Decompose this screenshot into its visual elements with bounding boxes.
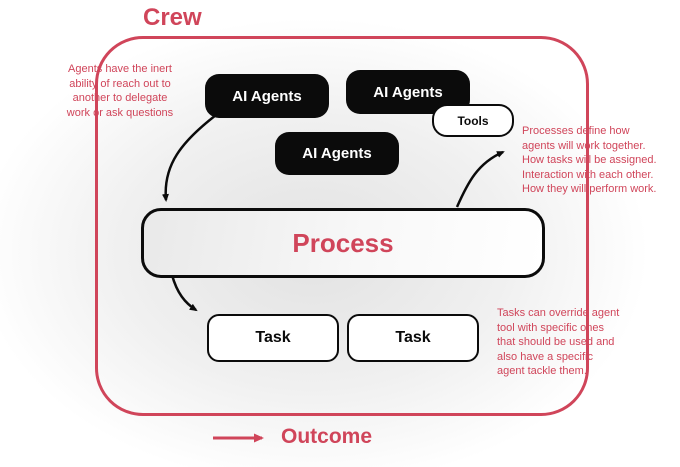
ai-agents-box-3-label: AI Agents xyxy=(302,145,372,162)
process-box-label: Process xyxy=(292,227,394,258)
crew-title: Crew xyxy=(143,4,202,31)
process-definition-note: Processes define how agents will work to… xyxy=(522,125,657,196)
agents-delegation-note: Agents have the inert ability of reach o… xyxy=(66,63,174,119)
ai-agents-box-1-label: AI Agents xyxy=(232,87,302,105)
tools-box-label: Tools xyxy=(457,113,489,128)
task-box-1: Task xyxy=(207,314,339,362)
process-box: Process xyxy=(141,208,545,278)
task-box-1-label: Task xyxy=(255,329,291,346)
tools-box: Tools xyxy=(432,104,514,137)
ai-agents-box-3: AI Agents xyxy=(275,132,399,175)
ai-agents-box-1: AI Agents xyxy=(205,74,329,118)
task-override-note: Tasks can override agent tool with speci… xyxy=(497,307,620,378)
ai-agents-box-2-label: AI Agents xyxy=(373,83,443,101)
outcome-label: Outcome xyxy=(281,425,373,448)
task-box-2-label: Task xyxy=(395,329,431,346)
task-box-2: Task xyxy=(347,314,479,362)
crew-boundary-border xyxy=(95,36,589,416)
